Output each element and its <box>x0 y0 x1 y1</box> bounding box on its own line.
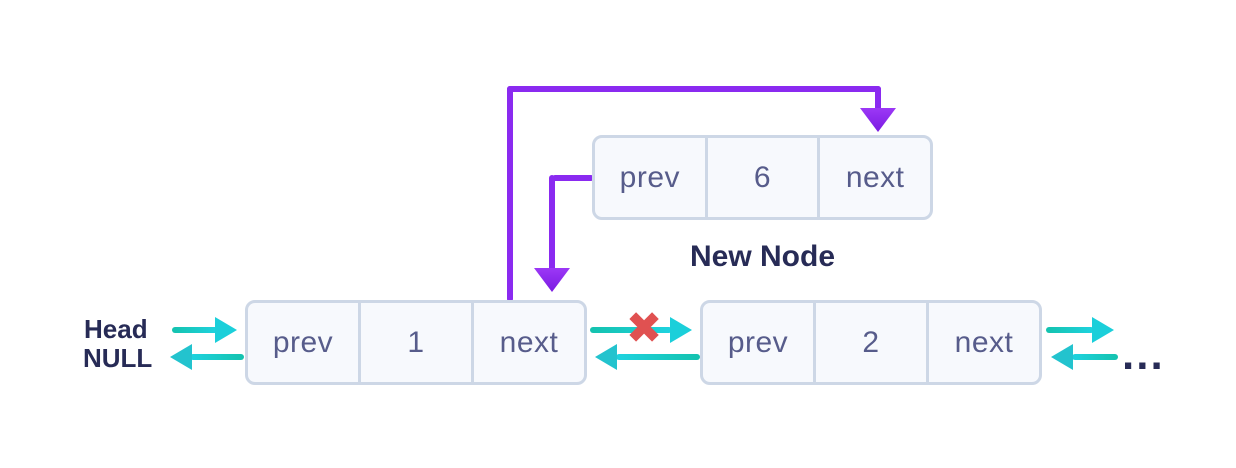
node-2-next-cell: next <box>926 303 1039 382</box>
head-label: Head <box>84 314 148 344</box>
crossed-out-pointer-icon: ✖ <box>625 304 663 353</box>
node1-next-to-node2-arrowhead-icon <box>670 317 692 343</box>
new-node-box: prev 6 next <box>592 135 933 220</box>
purple-arrowhead-into-newnode-icon <box>860 108 896 132</box>
purple-pointer-node1-up-segment <box>507 86 513 302</box>
node-2-prev-cell: prev <box>727 325 789 359</box>
new-node-caption: New Node <box>689 240 836 273</box>
new-node-value-cell: 6 <box>704 138 818 217</box>
node-1-box: prev 1 next <box>245 300 587 385</box>
purple-pointer-top-horizontal-segment <box>507 86 881 92</box>
node1-prev-to-null-arrowhead-icon <box>170 344 192 370</box>
purple-arrowhead-into-node1-icon <box>534 268 570 292</box>
new-node-next-cell: next <box>817 138 930 217</box>
head-to-node1-arrowhead-icon <box>215 317 237 343</box>
rest-to-node2-arrow-line <box>1072 354 1118 360</box>
head-to-node1-arrow-line <box>172 327 218 333</box>
new-node-prev-cell: prev <box>619 160 681 194</box>
purple-pointer-newnode-prev-down-segment <box>549 175 555 271</box>
node-1-value-cell: 1 <box>358 303 471 382</box>
node-2-value-cell: 2 <box>813 303 926 382</box>
purple-pointer-down-segment <box>875 86 881 112</box>
node-2-box: prev 2 next <box>700 300 1042 385</box>
node2-prev-to-node1-arrow-line <box>616 354 700 360</box>
node2-next-to-rest-arrowhead-icon <box>1092 317 1114 343</box>
rest-to-node2-arrowhead-icon <box>1051 344 1073 370</box>
node-1-next-cell: next <box>471 303 584 382</box>
node1-next-to-node2-arrow-line <box>590 327 672 333</box>
rest-of-list-ellipsis: ... <box>1122 330 1165 379</box>
node-1-prev-cell: prev <box>272 325 334 359</box>
node2-prev-to-node1-arrowhead-icon <box>595 344 617 370</box>
null-label: NULL <box>83 343 153 373</box>
node1-prev-to-null-arrow-line <box>190 354 244 360</box>
node2-next-to-rest-arrow-line <box>1046 327 1094 333</box>
purple-pointer-newnode-prev-horizontal-segment <box>552 175 594 181</box>
